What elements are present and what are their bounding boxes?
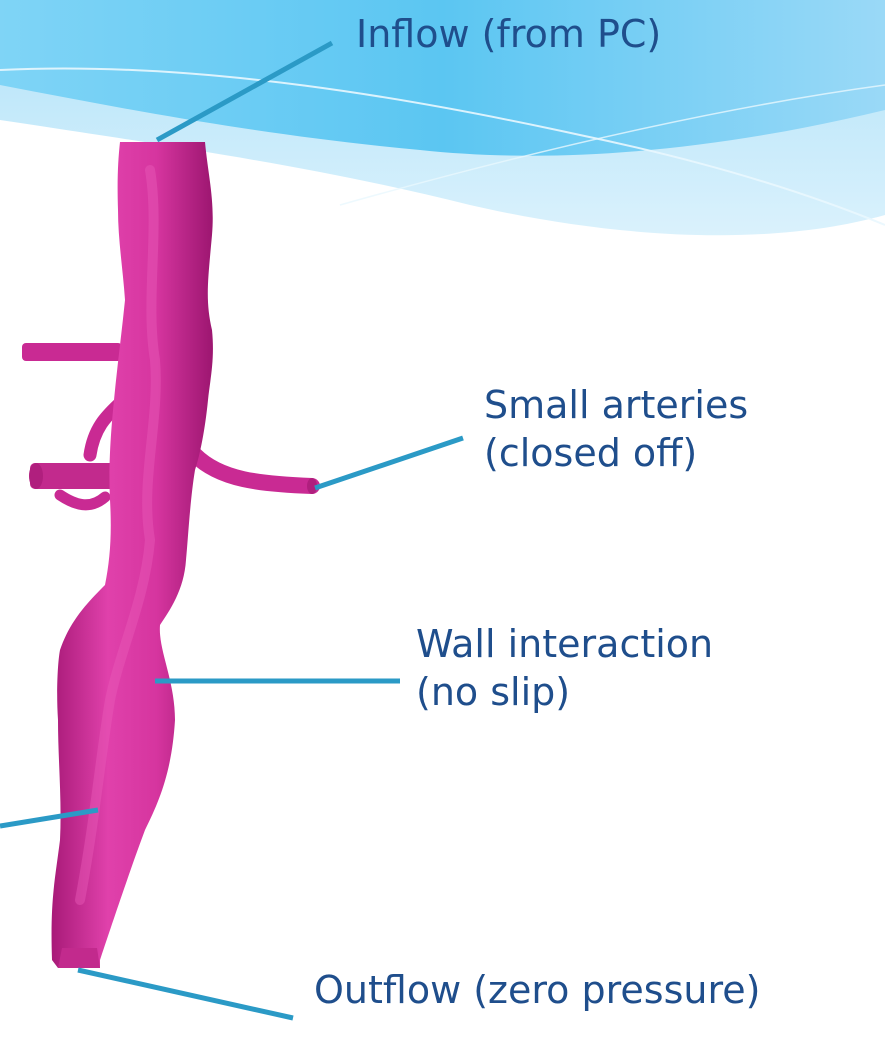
small-arteries-label: Small arteries (closed off) — [484, 381, 748, 478]
small-arteries-label-line2: (closed off) — [484, 429, 748, 477]
wall-interaction-label: Wall interaction (no slip) — [416, 620, 713, 717]
outflow-label: Outflow (zero pressure) — [314, 966, 760, 1014]
small-arteries-label-line1: Small arteries — [484, 381, 748, 429]
outflow-leader-line — [78, 970, 293, 1018]
arteries-leader-line — [315, 438, 463, 488]
vessel-model — [22, 142, 317, 968]
wall-interaction-label-line1: Wall interaction — [416, 620, 713, 668]
inflow-label: Inflow (from PC) — [356, 10, 661, 58]
wall-interaction-label-line2: (no slip) — [416, 668, 713, 716]
